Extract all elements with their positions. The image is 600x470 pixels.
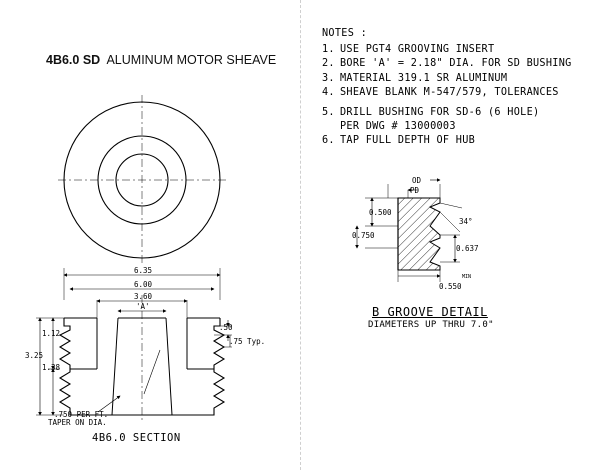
dim-112: 1.12 — [42, 329, 60, 338]
right-groove-profile — [178, 318, 226, 416]
dim-360: 3.60 — [134, 292, 153, 301]
dim-600: 6.00 — [134, 280, 153, 289]
notes-block: NOTES : 1.USE PGT4 GROOVING INSERT 2.BOR… — [322, 27, 572, 149]
groove-detail-title: B GROOVE DETAIL — [372, 305, 488, 319]
dim-050: .50 — [219, 323, 233, 332]
note-item: PER DWG # 13000003 — [340, 121, 456, 133]
section-dimension-labels: 6.35 6.00 3.60 'A' .50 .75 Typ. 1.12 3.2… — [25, 266, 265, 427]
taper-note-line1: .750 PER FT. — [54, 410, 108, 419]
note-item: 4.SHEAVE BLANK M-547/579, TOLERANCES — [322, 86, 559, 98]
groove-detail — [355, 178, 463, 282]
groove-dim-0637: 0.637 — [456, 244, 479, 253]
groove-angle: 34° — [459, 217, 473, 226]
section-view — [36, 268, 232, 420]
notes-heading: NOTES : — [322, 28, 368, 39]
note-item: 3.MATERIAL 319.1 SR ALUMINUM — [322, 72, 508, 84]
dim-bore: 'A' — [136, 302, 150, 311]
groove-od-label: OD — [412, 176, 422, 185]
groove-dim-0500: 0.500 — [369, 208, 392, 217]
left-groove-profile — [58, 318, 106, 416]
note-item: 5.DRILL BUSHING FOR SD-6 (6 HOLE) — [322, 107, 540, 119]
groove-pd-label: PD — [410, 186, 420, 195]
front-view — [58, 95, 226, 265]
section-caption: 4B6.0 SECTION — [92, 432, 181, 444]
part-number: 4B6.0 SD — [46, 53, 101, 67]
note-item: 1.USE PGT4 GROOVING INSERT — [322, 44, 495, 56]
page-divider — [300, 0, 301, 470]
note-item: 2.BORE 'A' = 2.18" DIA. FOR SD BUSHING — [322, 58, 572, 70]
groove-detail-subtitle: DIAMETERS UP THRU 7.0" — [368, 320, 494, 330]
part-description: ALUMINUM MOTOR SHEAVE — [106, 53, 277, 67]
groove-section-hatch — [397, 197, 441, 271]
dim-325: 3.25 — [25, 351, 43, 360]
dim-075: .75 Typ. — [229, 337, 265, 346]
taper-note-line2: TAPER ON DIA. — [48, 418, 107, 427]
groove-dimension-labels: OD PD 0.500 0.750 34° 0.637 0.550 MIN — [352, 176, 479, 291]
groove-min-label: MIN — [462, 274, 471, 280]
note-item: 6.TAP FULL DEPTH OF HUB — [322, 135, 476, 147]
dim-635: 6.35 — [134, 266, 152, 275]
dim-138: 1.38 — [42, 363, 61, 372]
groove-dim-0750: 0.750 — [352, 231, 375, 240]
groove-dim-0550: 0.550 — [439, 282, 462, 291]
drawing-title: 4B6.0 SD ALUMINUM MOTOR SHEAVE — [46, 53, 276, 67]
